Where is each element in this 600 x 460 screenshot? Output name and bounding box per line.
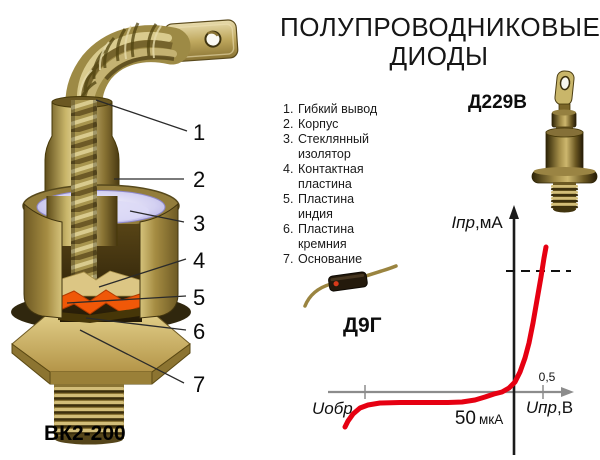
reverse-current-unit: мкА xyxy=(479,412,503,427)
callout-5: 5 xyxy=(193,285,205,310)
layer-stack xyxy=(57,270,141,323)
page-title: ПОЛУПРОВОДНИКОВЫЕ ДИОДЫ xyxy=(280,12,600,71)
d229b-stud xyxy=(551,182,578,213)
x-axis-arrow xyxy=(561,387,574,397)
y-axis-arrow xyxy=(509,205,519,219)
callout-4: 4 xyxy=(193,248,205,273)
braid-strip xyxy=(70,100,98,290)
parts-legend: 1.Гибкий вывод 2.Корпус 3.Стеклянный изо… xyxy=(283,102,403,267)
d9g-label: Д9Г xyxy=(343,314,382,337)
title-line-1: ПОЛУПРОВОДНИКОВЫЕ xyxy=(280,12,600,42)
cup-wall-right xyxy=(139,202,179,319)
legend-item-6: 6.Пластина кремния xyxy=(283,222,355,251)
legend-item-7: 7.Основание xyxy=(283,252,363,266)
threshold-label: 0,5 xyxy=(539,370,556,384)
callout-1: 1 xyxy=(193,120,205,145)
d229b-tab xyxy=(554,70,575,106)
d9g-body xyxy=(328,271,368,292)
d9g-lead-left xyxy=(303,282,333,308)
title-line-2: ДИОДЫ xyxy=(389,41,489,71)
callout-6: 6 xyxy=(193,319,205,344)
iv-curve xyxy=(342,244,549,430)
callout-7: 7 xyxy=(193,372,205,397)
d229b-body xyxy=(545,127,584,172)
reverse-current-value: 50 xyxy=(455,408,476,429)
d229b-label: Д229В xyxy=(468,92,527,113)
device-label-vk2-200: ВК2-200 xyxy=(44,422,126,445)
vk2-200-cutaway-illustration: 1 2 3 4 5 6 7 ВК2-200 xyxy=(11,19,239,445)
hex-base xyxy=(11,311,191,385)
d9g-lead-right xyxy=(364,264,398,278)
d9g-photo xyxy=(303,264,398,308)
legend-item-5: 5.Пластина индия xyxy=(283,192,355,221)
threaded-stud xyxy=(54,384,124,445)
d9g-cathode-dot xyxy=(333,281,339,287)
silicon-layer xyxy=(58,308,140,323)
x-axis-unit: ,В xyxy=(557,398,573,417)
d229b-photo xyxy=(531,70,598,213)
cup-wall-left xyxy=(23,202,63,319)
legend-item-1: 1.Гибкий вывод xyxy=(283,102,378,116)
callout-3: 3 xyxy=(193,211,205,236)
callout-2: 2 xyxy=(193,167,205,192)
y-axis-unit: ,мА xyxy=(475,213,503,232)
callout-lines xyxy=(66,99,188,384)
legend-item-2: 2.Корпус xyxy=(283,117,339,131)
legend-item-3: 3.Стеклянный изолятор xyxy=(283,132,370,161)
y-axis-label: Iпр xyxy=(451,213,475,232)
legend-item-4: 4.Контактная пластина xyxy=(283,162,364,191)
x-axis-label: Uпр xyxy=(526,398,557,417)
reverse-voltage-label: Uобр xyxy=(312,399,353,418)
d229b-flange xyxy=(531,167,598,184)
braided-lead xyxy=(65,22,191,127)
iv-curve-chart: Iпр ,мА Uпр ,В Uобр 0,5 50 мкА xyxy=(312,205,574,455)
